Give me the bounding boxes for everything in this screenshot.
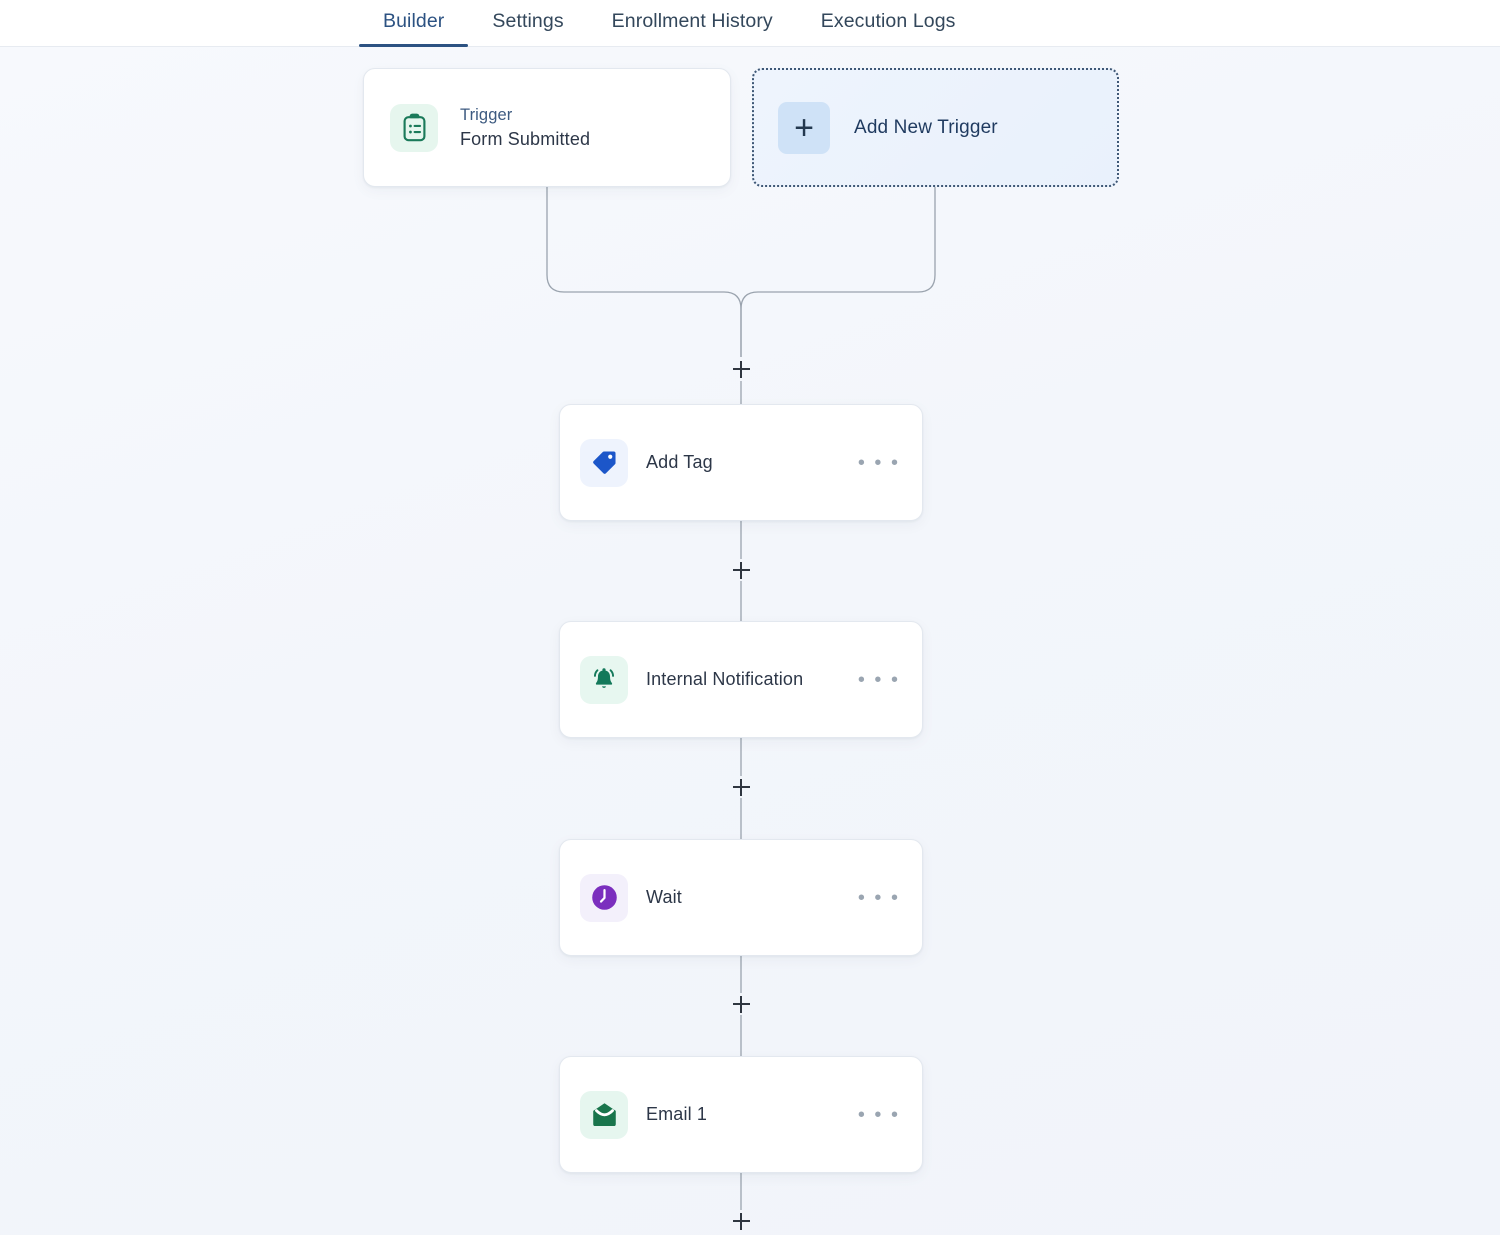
- tab-enrollment-history[interactable]: Enrollment History: [611, 10, 773, 32]
- step-menu-button[interactable]: • • •: [857, 451, 900, 474]
- step-label: Internal Notification: [646, 669, 804, 689]
- add-new-trigger-label: Add New Trigger: [854, 116, 998, 138]
- step-label: Add Tag: [646, 452, 713, 472]
- trigger-text-block: Trigger Form Submitted: [460, 104, 590, 151]
- tab-builder[interactable]: Builder: [359, 9, 469, 47]
- step-label: Email 1: [646, 1104, 708, 1124]
- add-step-button-after-internal-notification[interactable]: [730, 776, 752, 798]
- flow-diagram: Trigger Form Submitted + Add New Trigger: [0, 47, 1500, 1235]
- add-new-trigger-card[interactable]: + Add New Trigger: [752, 68, 1119, 187]
- add-step-button-after-wait[interactable]: [730, 993, 752, 1015]
- step-label: Wait: [646, 887, 682, 907]
- add-step-button-after-email-1[interactable]: [730, 1210, 752, 1232]
- step-card-add-tag[interactable]: Add Tag • • •: [559, 404, 923, 521]
- add-step-button-after-add-tag[interactable]: [730, 559, 752, 581]
- step-menu-button[interactable]: • • •: [857, 668, 900, 691]
- workflow-canvas[interactable]: Trigger Form Submitted + Add New Trigger: [0, 47, 1500, 1235]
- clock-icon: [580, 873, 628, 922]
- step-menu-button[interactable]: • • •: [857, 886, 900, 909]
- tab-execution-logs[interactable]: Execution Logs: [820, 10, 956, 32]
- trigger-subtitle: Form Submitted: [460, 129, 591, 149]
- clipboard-form-icon: [390, 103, 438, 152]
- plus-glyph: +: [794, 108, 814, 147]
- envelope-icon: [580, 1090, 628, 1139]
- top-tab-bar: Builder Settings Enrollment History Exec…: [0, 0, 1500, 47]
- step-menu-button[interactable]: • • •: [857, 1103, 900, 1126]
- trigger-card[interactable]: Trigger Form Submitted: [363, 68, 731, 187]
- tag-icon: [580, 438, 628, 487]
- step-card-internal-notification[interactable]: Internal Notification • • •: [559, 621, 923, 738]
- step-card-wait[interactable]: Wait • • •: [559, 839, 923, 956]
- add-step-button-merge[interactable]: [730, 358, 752, 380]
- tab-settings[interactable]: Settings: [492, 10, 564, 32]
- trigger-title: Trigger: [460, 106, 513, 124]
- plus-icon: +: [778, 101, 830, 154]
- step-card-email-1[interactable]: Email 1 • • •: [559, 1056, 923, 1173]
- tab-list: Builder Settings Enrollment History Exec…: [359, 0, 980, 47]
- bell-icon: [580, 655, 628, 704]
